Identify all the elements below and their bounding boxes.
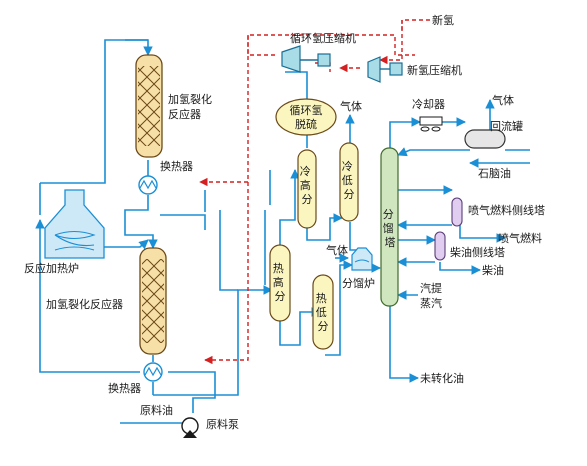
feed-pump-label: 原料泵 <box>206 417 239 431</box>
unconverted-oil-label: 未转化油 <box>420 371 464 385</box>
naphtha-label: 石脑油 <box>478 166 511 180</box>
new-hydrogen-label: 新氢 <box>432 13 454 27</box>
recycle-hydrogen-lines <box>199 19 430 365</box>
reactor-1-label-line: 加氢裂化 <box>168 92 212 106</box>
gas-top-label: 气体 <box>340 99 362 113</box>
heat-exchanger-1-label: 换热器 <box>160 159 193 173</box>
reflux-gas-label: 气体 <box>492 93 514 107</box>
reaction-heater <box>44 189 105 259</box>
recycle-compressor-label: 循环氢压缩机 <box>290 31 356 45</box>
heater-label: 反应加热炉 <box>24 261 79 275</box>
heat-exchanger-1 <box>138 175 158 195</box>
fractionator-tower <box>380 147 399 307</box>
reactor-2 <box>139 247 167 355</box>
cold-lp-separator <box>339 142 359 222</box>
jet-side-tower <box>451 197 463 227</box>
reactor-1 <box>135 54 163 158</box>
fractionator-heater <box>351 247 373 271</box>
recycle-h2-desulfurizer <box>275 98 337 136</box>
hot-lp-sep-label: 热 低 分 <box>316 292 331 333</box>
effluent-line <box>160 214 206 230</box>
fractionator-heater-label: 分馏炉 <box>342 276 375 290</box>
diesel-side-tower-label: 柴油侧线塔 <box>450 245 505 259</box>
exchanger2-to-heater <box>39 300 140 373</box>
reflux-tank-label: 回流罐 <box>490 119 523 133</box>
jet-side-tower-label: 喷气燃料侧线塔 <box>468 203 545 217</box>
hot-hp-sep-label: 热 高 分 <box>273 262 288 303</box>
recycle-compressor <box>281 45 331 73</box>
desulf-label-1: 循环氢 <box>290 103 323 117</box>
fractionator-label: 分 馏 塔 <box>383 208 398 249</box>
diesel-side-tower <box>434 231 446 261</box>
reactor-1-label: 加氢裂化反应器 <box>168 92 212 121</box>
new-h2-compressor-label: 新氢压缩机 <box>407 63 462 77</box>
hot-lp-separator <box>312 274 334 350</box>
reactor-2-label: 加氢裂化反应器 <box>46 297 123 311</box>
heat-exchanger-2-label: 换热器 <box>108 381 141 395</box>
feed-pump <box>181 417 199 438</box>
cold-hp-sep-label: 冷 高 分 <box>300 165 315 206</box>
stripping-steam-label: 汽提 蒸汽 <box>420 281 446 310</box>
cooler <box>419 116 443 132</box>
hot-hp-separator <box>269 244 291 322</box>
desulf-label-2: 脱硫 <box>295 117 317 131</box>
gas-mid-label: 气体 <box>326 243 348 257</box>
reactor-1-label-line: 反应器 <box>168 107 201 121</box>
cooler-label: 冷却器 <box>412 98 445 111</box>
feed-oil-label: 原料油 <box>140 403 173 417</box>
diesel-label: 柴油 <box>482 263 504 277</box>
new-h2-compressor <box>367 56 403 83</box>
jet-fuel-label: 喷气燃料 <box>498 231 542 245</box>
process-pipes <box>35 39 530 424</box>
pump-discharge <box>168 371 216 413</box>
cold-lp-sep-label: 冷 低 分 <box>342 160 357 201</box>
heat-exchanger-2 <box>143 362 163 382</box>
reflux-tank <box>464 129 506 149</box>
cold-hp-separator <box>297 149 317 229</box>
